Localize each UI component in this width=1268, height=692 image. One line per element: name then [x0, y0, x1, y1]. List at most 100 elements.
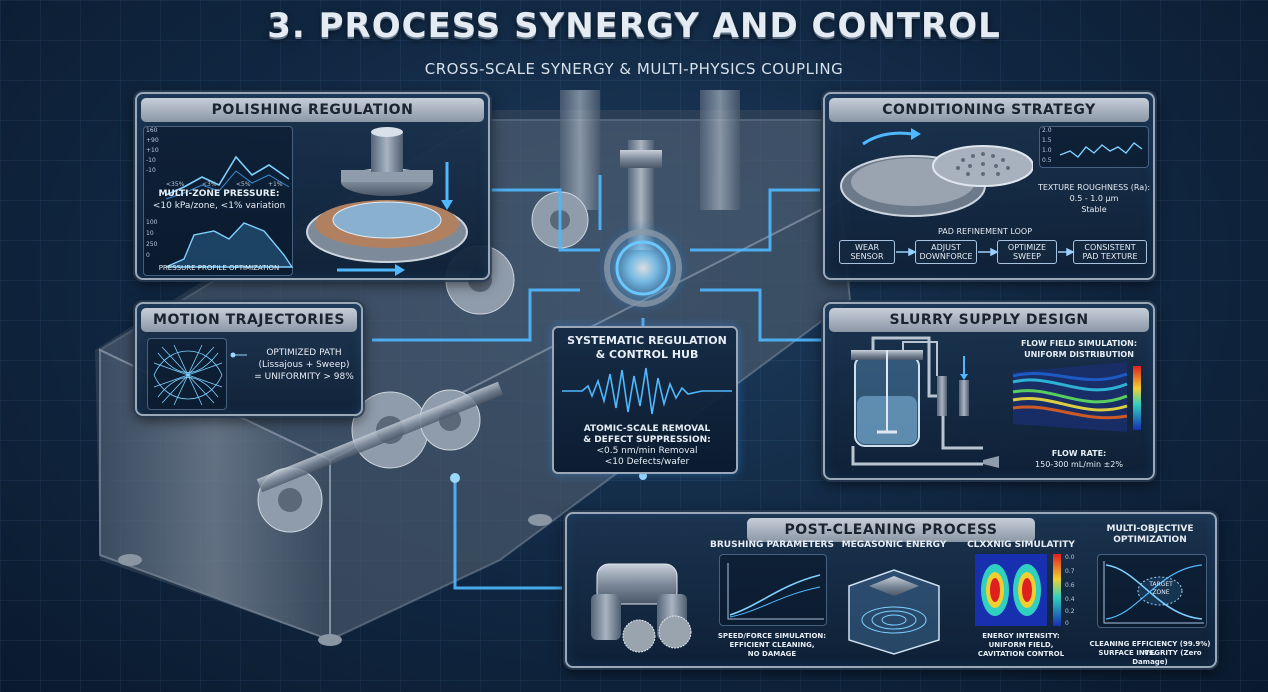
hub-line-4: & DEFECT SUPPRESSION:	[583, 435, 711, 445]
top-axis-y-0: 160	[146, 127, 158, 134]
cleaning-heatmap	[975, 554, 1061, 626]
step-wear-sensor: WEAR SENSOR	[839, 240, 895, 264]
target-zone-l2: ZONE	[1152, 589, 1170, 596]
polishing-regulation-panel: POLISHING REGULATION 160 +90 +10 -10 -10…	[135, 92, 490, 280]
sim-scale-5: 0	[1065, 620, 1069, 627]
bottom-axis-y-1: 10	[146, 230, 154, 237]
sim-scale-4: 0.2	[1065, 608, 1075, 615]
simulation-title: CLXXNIG SIMULATITY	[967, 540, 1075, 550]
sim-scale-2: 0.6	[1065, 582, 1075, 589]
sim-scale-1: 0.7	[1065, 568, 1075, 575]
energy-line-1: ENERGY INTENSITY:	[982, 632, 1060, 640]
signal-waveform-icon	[562, 367, 732, 415]
megasonic-title: MEGASONIC ENERGY	[841, 540, 947, 550]
sim-scale-3: 0.4	[1065, 596, 1075, 603]
tradeoff-chart: TARGET ZONE	[1097, 554, 1207, 628]
top-axis-y-4: -10	[146, 167, 156, 174]
roughness-axis-3: 0.5	[1042, 157, 1052, 164]
top-axis-y-3: -10	[146, 157, 156, 164]
step-consistent-pad-texture-l1: CONSISTENT	[1084, 243, 1136, 252]
sim-scale-0: 0.0	[1065, 554, 1075, 561]
target-zone-l1: TARGET	[1149, 581, 1173, 588]
motion-trajectories-heading: MOTION TRAJECTORIES	[141, 308, 357, 332]
flow-line-2: UNIFORM DISTRIBUTION	[1024, 350, 1134, 359]
step-optimize-sweep-l2: SWEEP	[1013, 252, 1041, 261]
motion-pointer	[230, 352, 247, 358]
page-subtitle: CROSS-SCALE SYNERGY & MULTI-PHYSICS COUP…	[424, 60, 844, 78]
bottom-axis-y-3: 0	[146, 252, 150, 259]
motion-trajectories-panel: MOTION TRAJECTORIES OPTIMIZED PATH (Liss…	[135, 302, 363, 416]
pad-refinement-loop-label: PAD REFINEMENT LOOP	[937, 227, 1033, 236]
roughness-chart: 2.0 1.5 1.0 0.5	[1039, 126, 1149, 168]
flow-field-simulation	[1012, 362, 1141, 432]
roughness-line-3: Stable	[1081, 205, 1107, 214]
conditioning-strategy-panel: CONDITIONING STRATEGY 2.0 1.5 1.0 0.5 TE…	[823, 92, 1155, 280]
hub-line-3: ATOMIC-SCALE REMOVAL	[583, 424, 711, 434]
brushing-line-3: NO DAMAGE	[747, 650, 797, 658]
control-hub-panel: SYSTEMATIC REGULATION & CONTROL HUB ATOM…	[552, 326, 738, 474]
refinement-loop-arrows	[896, 247, 1075, 257]
roughness-axis-1: 1.5	[1042, 137, 1052, 144]
motion-line-2: (Lissajous + Sweep)	[258, 360, 350, 370]
roughness-line-2: 0.5 - 1.0 µm	[1069, 194, 1119, 203]
step-consistent-pad-texture: CONSISTENT PAD TEXTURE	[1073, 240, 1147, 264]
top-axis-x-3: +1%	[268, 181, 283, 188]
multi-objective-title-2: OPTIMIZATION	[1113, 535, 1187, 545]
slurry-supply-heading: SLURRY SUPPLY DESIGN	[829, 308, 1149, 332]
conditioning-strategy-heading: CONDITIONING STRATEGY	[829, 98, 1149, 122]
megasonic-tank-illustration	[848, 569, 940, 655]
brushing-title: BRUSHING PARAMETERS	[710, 540, 834, 550]
lissajous-plot	[147, 338, 227, 410]
polishing-pad-illustration	[306, 127, 468, 276]
hub-line-2: & CONTROL HUB	[595, 348, 699, 361]
top-axis-x-2: <5%	[236, 181, 251, 188]
polishing-regulation-heading: POLISHING REGULATION	[141, 98, 484, 122]
top-axis-y-2: +10	[146, 147, 159, 154]
step-consistent-pad-texture-l2: PAD TEXTURE	[1082, 252, 1138, 261]
multi-objective-title-1: MULTI-OBJECTIVE	[1106, 524, 1194, 534]
brushing-chart	[719, 554, 827, 626]
pressure-line-chart	[165, 155, 294, 268]
energy-line-3: CAVITATION CONTROL	[977, 650, 1065, 658]
step-optimize-sweep: OPTIMIZE SWEEP	[997, 240, 1057, 264]
motion-line-1: OPTIMIZED PATH	[266, 348, 342, 358]
step-adjust-downforce-l1: ADJUST	[931, 243, 961, 252]
roughness-axis-2: 1.0	[1042, 147, 1052, 154]
top-axis-x-1: <3%	[202, 181, 217, 188]
slurry-tank-illustration	[851, 336, 999, 468]
step-wear-sensor-l1: WEAR	[855, 243, 879, 252]
post-cleaning-heading: POST-CLEANING PROCESS	[747, 518, 1035, 542]
step-adjust-downforce-l2: DOWNFORCE	[919, 252, 973, 261]
motion-line-3: = UNIFORMITY > 98%	[254, 372, 354, 382]
flow-line-1: FLOW FIELD SIMULATION:	[1020, 339, 1138, 348]
roughness-line-1: TEXTURE ROUGHNESS (Ra):	[1037, 183, 1151, 192]
bottom-axis-y-2: 250	[146, 241, 158, 248]
pressure-line-2: <10 kPa/zone, <1% variation	[152, 201, 286, 211]
slurry-supply-panel: SLURRY SUPPLY DESIGN FLOW FIELD SIMULATI…	[823, 302, 1155, 480]
post-cleaning-panel: POST-CLEANING PROCESS BRUSHING PARAMETER…	[565, 512, 1217, 668]
tradeoff-line-1: CLEANING EFFICIENCY (99.9%) vs.	[1089, 640, 1211, 657]
step-wear-sensor-l2: SENSOR	[850, 252, 884, 261]
top-axis-x-0: <35%	[166, 181, 185, 188]
energy-line-2: UNIFORM FIELD,	[988, 641, 1054, 649]
lissajous-path-icon	[153, 344, 223, 406]
hub-line-5: <0.5 nm/min Removal	[596, 446, 698, 456]
hub-line-6: <10 Defects/wafer	[604, 457, 690, 467]
brush-roller-illustration	[591, 563, 692, 653]
hub-line-1: SYSTEMATIC REGULATION	[567, 334, 727, 347]
step-adjust-downforce: ADJUST DOWNFORCE	[915, 240, 977, 264]
pressure-line-1: MULTI-ZONE PRESSURE:	[158, 189, 280, 199]
page-title: 3. PROCESS SYNERGY AND CONTROL	[267, 6, 1001, 46]
tradeoff-line-2: SURFACE INTEGRITY (Zero Damage)	[1098, 649, 1202, 666]
roughness-axis-0: 2.0	[1042, 127, 1052, 134]
profile-label: PRESSURE PROFILE OPTIMIZATION	[158, 264, 280, 272]
step-optimize-sweep-l1: OPTIMIZE	[1007, 243, 1047, 252]
polishing-chart-area: 160 +90 +10 -10 -10 <35% <3% <5% +1% MUL…	[143, 126, 294, 276]
conditioner-disk-illustration	[840, 128, 1033, 217]
brushing-line-2: EFFICIENT CLEANING,	[729, 641, 815, 649]
flow-rate-line-1: FLOW RATE:	[1051, 449, 1107, 458]
flow-rate-line-2: 150-300 mL/min ±2%	[1035, 460, 1123, 469]
bottom-axis-y-0: 100	[146, 219, 158, 226]
top-axis-y-1: +90	[146, 137, 159, 144]
